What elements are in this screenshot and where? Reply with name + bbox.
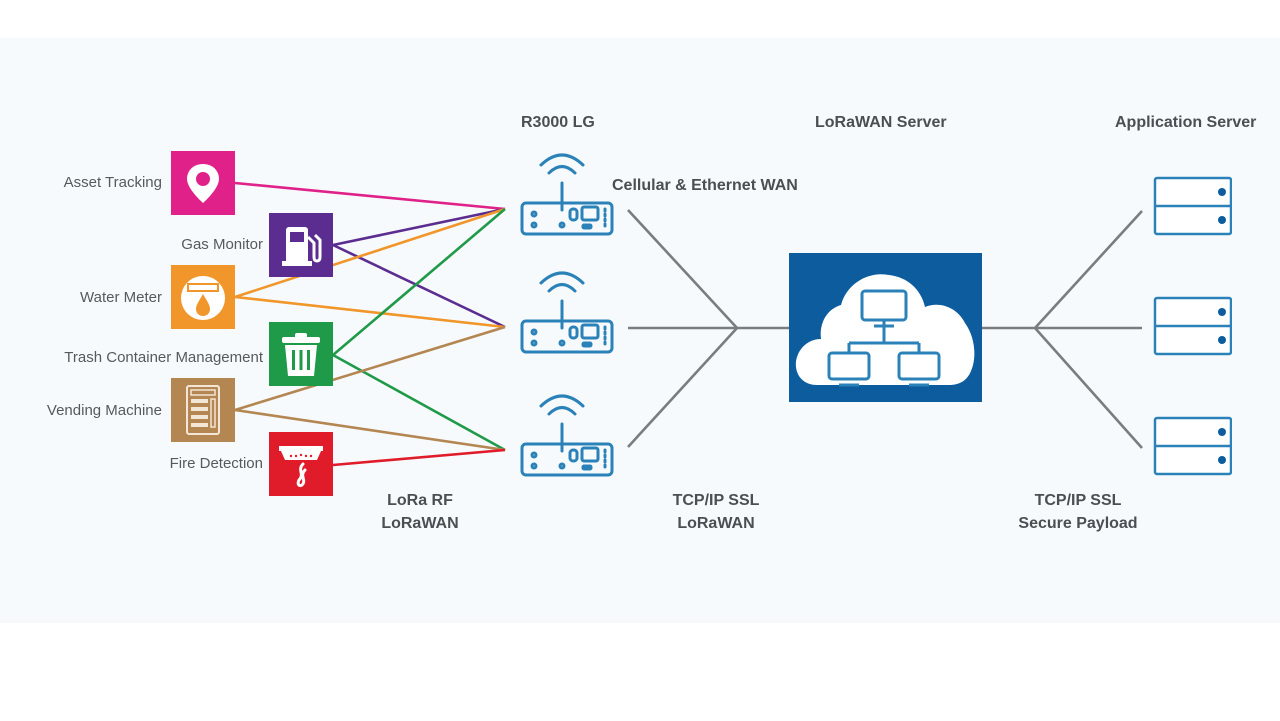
caption-tcp-lorawan: TCP/IP SSL LoRaWAN xyxy=(656,489,776,535)
link-water-gw1 xyxy=(234,207,506,299)
fuel-pump-icon xyxy=(269,213,333,277)
app-link-srv3 xyxy=(1034,327,1143,449)
label-fire-detection: Fire Detection xyxy=(169,455,263,472)
link-gas-gw2 xyxy=(332,243,506,329)
label-asset-tracking: Asset Tracking xyxy=(63,174,162,191)
lorawan-server-cloud[interactable] xyxy=(789,253,982,402)
water-meter-icon xyxy=(171,265,235,329)
caption-lora-line1: LoRa RF xyxy=(387,492,453,509)
link-asset-gw1 xyxy=(234,181,506,211)
smoke-detector-icon xyxy=(269,432,333,496)
router-icon xyxy=(520,271,614,354)
application-server-2[interactable] xyxy=(1152,296,1232,356)
diagram-background xyxy=(0,38,1280,623)
application-server-1[interactable] xyxy=(1152,176,1232,236)
tile-gas-monitor xyxy=(269,213,333,277)
trash-bin-icon xyxy=(269,322,333,386)
gateway-router-2[interactable] xyxy=(517,265,617,355)
application-server-header: Application Server xyxy=(1115,114,1257,131)
router-icon xyxy=(520,394,614,477)
gateway-router-1[interactable] xyxy=(517,147,617,237)
link-gas-gw1 xyxy=(332,207,506,247)
gateway-header: R3000 LG xyxy=(521,114,595,131)
tile-water-meter xyxy=(171,265,235,329)
caption-tcp-payload: TCP/IP SSL Secure Payload xyxy=(1008,489,1148,535)
link-vending-gw2 xyxy=(234,325,506,412)
caption-lora-line2: LoRaWAN xyxy=(381,515,459,532)
link-water-gw2 xyxy=(234,295,506,329)
gateway-router-3[interactable] xyxy=(517,388,617,478)
server-icon xyxy=(1153,416,1232,476)
link-trash-gw3 xyxy=(332,353,506,452)
tile-trash-container xyxy=(269,322,333,386)
vending-machine-icon xyxy=(171,378,235,442)
cloud-network-icon xyxy=(795,274,975,387)
link-trash-gw1 xyxy=(332,208,506,356)
lorawan-server-header: LoRaWAN Server xyxy=(815,114,947,131)
location-pin-icon xyxy=(171,151,235,215)
wan-link-gw1 xyxy=(627,209,738,329)
caption-tcp-payload-line2: Secure Payload xyxy=(1018,515,1138,532)
tile-vending-machine xyxy=(171,378,235,442)
server-icon xyxy=(1153,296,1232,356)
router-icon xyxy=(520,153,614,236)
label-gas-monitor: Gas Monitor xyxy=(181,236,263,253)
tile-asset-tracking xyxy=(171,151,235,215)
caption-tcp-lorawan-line2: LoRaWAN xyxy=(677,515,755,532)
caption-tcp-lorawan-line1: TCP/IP SSL xyxy=(672,492,760,509)
wan-link-gw3 xyxy=(627,327,738,448)
wan-label: Cellular & Ethernet WAN xyxy=(612,177,798,194)
link-fire-gw3 xyxy=(332,448,506,467)
caption-lora: LoRa RF LoRaWAN xyxy=(370,489,470,535)
label-vending-machine: Vending Machine xyxy=(46,402,162,419)
label-trash-container: Trash Container Management xyxy=(64,349,263,366)
server-icon xyxy=(1153,176,1232,236)
tile-fire-detection xyxy=(269,432,333,496)
caption-tcp-payload-line1: TCP/IP SSL xyxy=(1034,492,1122,509)
app-link-srv1 xyxy=(1034,210,1143,329)
application-server-3[interactable] xyxy=(1152,416,1232,476)
link-vending-gw3 xyxy=(234,408,506,452)
label-water-meter: Water Meter xyxy=(80,289,162,306)
